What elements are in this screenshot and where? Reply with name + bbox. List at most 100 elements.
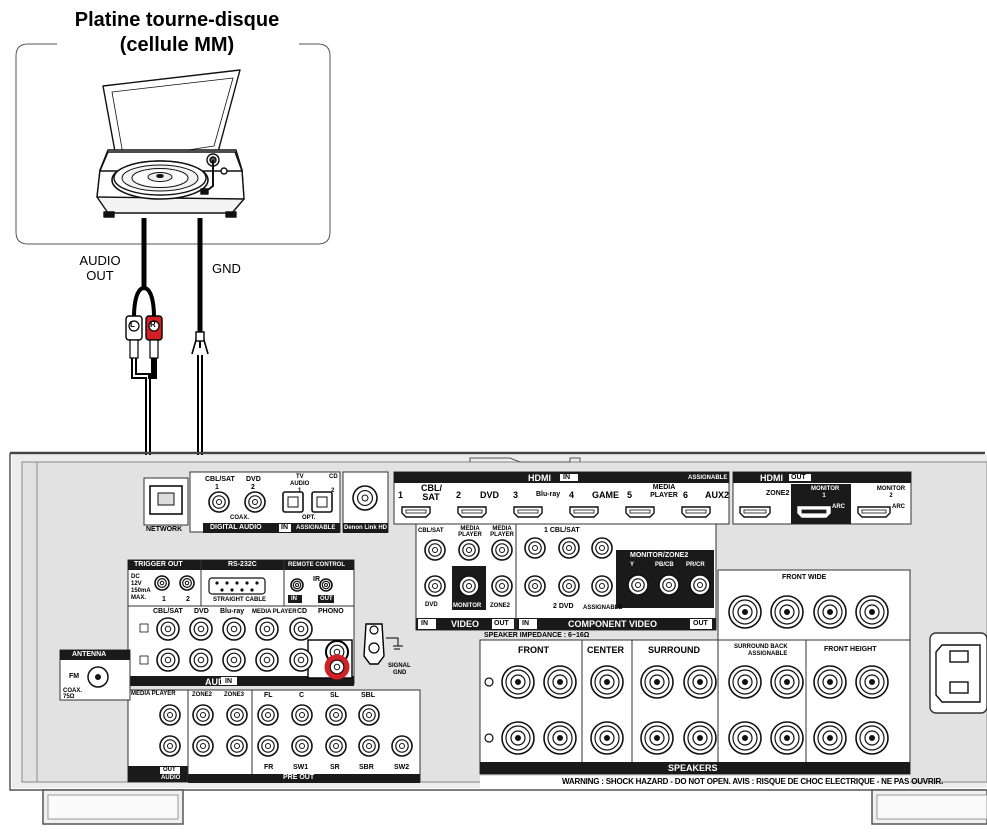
- video-dvd: DVD: [425, 602, 438, 608]
- gnd-label: GND: [212, 261, 241, 276]
- hdmi-in-1: 1: [398, 490, 404, 500]
- component-2-0: [524, 575, 546, 597]
- component-in2-label: 2 DVD: [553, 603, 574, 610]
- denon-link-jack-port: [352, 485, 378, 511]
- preout-zone3: ZONE3: [224, 692, 245, 698]
- coax-label: COAX.: [230, 515, 250, 521]
- preout-bottom-0: [257, 735, 279, 757]
- signal-gnd-terminal: [363, 623, 403, 665]
- ir-label: IR: [313, 576, 320, 583]
- video-out-tag: OUT: [494, 620, 509, 627]
- hdmi-in-port-2-inner: [461, 509, 483, 514]
- audio-out-footer: AUDIO: [161, 775, 181, 781]
- speaker-plus-3: [640, 665, 674, 699]
- front-wide-terminal-0: [728, 595, 762, 629]
- video-mp2-jack: [491, 539, 513, 561]
- preout-top-0: [257, 704, 279, 726]
- hdmi-monitor2-port-inner: [861, 509, 887, 514]
- rc-out-jack: [319, 578, 333, 592]
- dvd-digital-num: 2: [251, 484, 255, 491]
- audio-in-bluray: Blu-ray: [220, 608, 245, 615]
- audio-in-cbl-sat: CBL/SAT: [153, 608, 183, 615]
- rs232-pin: [245, 581, 249, 585]
- video-dvd-jack: [424, 575, 446, 597]
- audio-in-dvd: DVD: [194, 608, 209, 615]
- preout-sbl: SBL: [361, 692, 375, 699]
- rc-in-label: IN: [291, 596, 297, 602]
- trigger-2: 2: [186, 596, 190, 603]
- hdmi-assignable: ASSIGNABLE: [688, 475, 728, 481]
- signal-gnd-label-1: SIGNAL: [388, 663, 411, 669]
- video-cbl-sat: CBL/SAT: [418, 528, 444, 534]
- hdmi-monitor2: MONITOR 2: [876, 486, 906, 499]
- hdmi-in-port-5-inner: [629, 509, 651, 514]
- pre-out-label: PRE OUT: [283, 774, 315, 781]
- hdmi-in-port-4-inner: [573, 509, 595, 514]
- hdmi-in-dvd: DVD: [480, 490, 500, 500]
- optical-jack-1-door: [287, 496, 299, 508]
- tv-audio-label: AUDIO: [290, 481, 310, 487]
- zone-out-bottom-1: [226, 735, 248, 757]
- preout-bottom-3: [358, 735, 380, 757]
- speaker-minus-0: [501, 721, 535, 755]
- speaker-plus-4: [683, 665, 717, 699]
- video-zone2-jack: [491, 575, 513, 597]
- hdmi-in-port-3-inner: [517, 509, 539, 514]
- audio-l-tag: [139, 623, 149, 633]
- component-2-2: [591, 575, 613, 597]
- preout-top-1: [291, 704, 313, 726]
- plus-marker: [484, 677, 494, 687]
- front-wide-label: FRONT WIDE: [782, 574, 827, 581]
- zone-out-bottom-0: [192, 735, 214, 757]
- speaker-minus-5: [728, 721, 762, 755]
- video-in-tag: IN: [421, 620, 428, 627]
- warning-text: WARNING : SHOCK HAZARD - DO NOT OPEN. AV…: [562, 777, 944, 786]
- optical-jack-2-door: [316, 496, 328, 508]
- video-monitor-jack: [458, 575, 480, 597]
- video-media-player-2: MEDIA PLAYER: [490, 526, 514, 538]
- audio-out-label-1: AUDIO: [79, 253, 121, 268]
- speaker-minus-2: [590, 721, 624, 755]
- hdmi-in-2: 2: [456, 490, 462, 500]
- component-in1-label: 1 CBL/SAT: [544, 527, 580, 534]
- audio-in-l-3: [255, 617, 279, 641]
- speaker-plus-1: [543, 665, 577, 699]
- rc-out-label: OUT: [320, 596, 333, 602]
- rs232c-label: RS-232C: [228, 561, 257, 568]
- cd-label: CD: [329, 474, 338, 480]
- rs232-pin: [240, 588, 244, 592]
- component-out-tag: OUT: [693, 620, 708, 627]
- ground-spade-lug: [191, 331, 209, 355]
- preout-sw1: SW1: [293, 764, 309, 771]
- hdmi-in-aux2: AUX2: [705, 490, 730, 500]
- hdmi-out-label: HDMI: [760, 473, 783, 483]
- audio-in-media-player: MEDIA PLAYER: [252, 609, 297, 615]
- digital-assignable: ASSIGNABLE: [296, 525, 336, 531]
- plug-l-label: L: [130, 320, 135, 329]
- rs232-pin: [215, 581, 219, 585]
- hdmi-in-media-player: MEDIA PLAYER: [650, 484, 678, 499]
- preout-sr: SR: [330, 764, 340, 771]
- component-1-2: [591, 537, 613, 559]
- tv-num: 1: [298, 488, 302, 494]
- rs232-pin: [255, 581, 259, 585]
- front-wide-terminal-1: [770, 595, 804, 629]
- surround-back-label: SURROUND BACK: [734, 644, 788, 650]
- audio-in-label: AUDIO: [205, 677, 234, 687]
- signal-gnd-label-2: GND: [393, 670, 407, 676]
- trigger-jack-2: [179, 575, 195, 591]
- speaker-plus-8: [855, 665, 889, 699]
- audio-out-tag: OUT: [163, 767, 176, 773]
- hdmi-in-bluray: Blu-ray: [536, 491, 561, 498]
- ir-jack: [290, 578, 304, 592]
- audio-in-l-1: [189, 617, 213, 641]
- preout-sw2-jack: [391, 735, 413, 757]
- component-pr: PR/CR: [686, 562, 705, 568]
- hdmi-in-port-6-inner: [685, 509, 707, 514]
- zone-out-top-1: [226, 704, 248, 726]
- cbl-sat-digital-num: 1: [215, 484, 219, 491]
- front-label: FRONT: [518, 645, 549, 655]
- dvd-digital-label: DVD: [246, 476, 261, 483]
- audio-in-cd: CD: [297, 608, 308, 615]
